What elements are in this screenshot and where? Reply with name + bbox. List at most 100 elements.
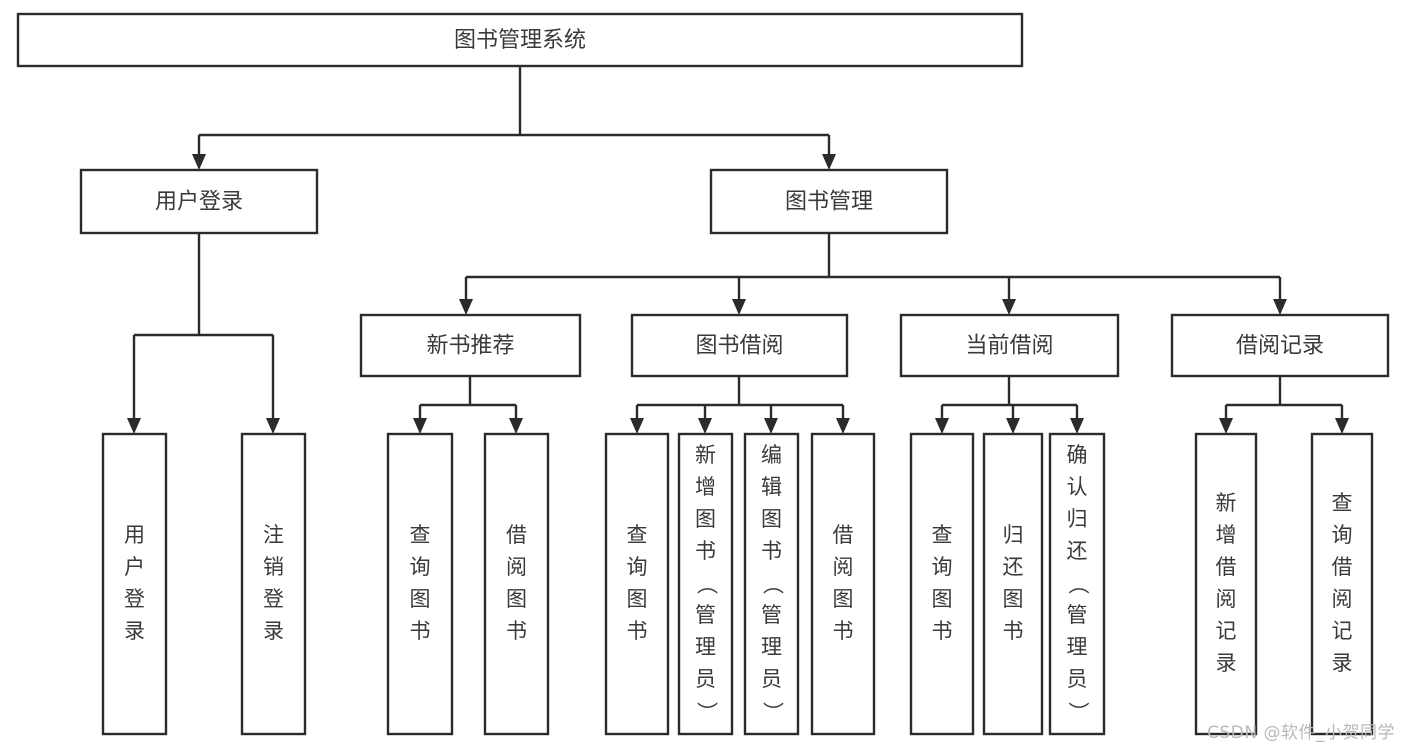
node-label-char: 阅 <box>1332 587 1353 611</box>
node-box-leaf-logout[interactable] <box>240 432 307 736</box>
node-label-char: 理 <box>1067 635 1088 659</box>
arrow-head-icon <box>1002 299 1016 315</box>
node-box-leaf-add-book[interactable] <box>677 432 734 736</box>
node-label-char: 书 <box>627 619 648 643</box>
node-label-char: 图 <box>506 587 527 611</box>
node-label-char: 查 <box>932 523 953 547</box>
node-label-char: 书 <box>761 539 782 563</box>
node-book-manage[interactable]: 图书管理 <box>709 168 949 235</box>
node-label-char: 录 <box>124 619 145 643</box>
node-label-char: 归 <box>1003 523 1024 547</box>
node-label-char: 书 <box>410 619 431 643</box>
node-label-char: 员 <box>1067 667 1088 691</box>
node-current-borrow[interactable]: 当前借阅 <box>899 313 1120 378</box>
node-label-char: 辑 <box>761 475 782 499</box>
node-label-char: 借 <box>506 523 527 547</box>
nodes-layer: 图书管理系统用户登录图书管理新书推荐图书借阅当前借阅借阅记录用户登录注销登录查询… <box>16 12 1390 736</box>
node-box-leaf-return-book[interactable] <box>982 432 1044 736</box>
node-box-leaf-borrow-book-1[interactable] <box>483 432 550 736</box>
node-label-char: 员 <box>761 667 782 691</box>
node-label-char: 阅 <box>1216 587 1237 611</box>
arrow-head-icon <box>1273 299 1287 315</box>
node-box-book-borrow[interactable] <box>630 313 849 378</box>
node-label-char: 图 <box>932 587 953 611</box>
node-box-current-borrow[interactable] <box>899 313 1120 378</box>
node-label-char: 查 <box>627 523 648 547</box>
node-box-leaf-user-login[interactable] <box>101 432 168 736</box>
node-label-char: 阅 <box>833 555 854 579</box>
node-label-char: 增 <box>695 475 716 499</box>
node-label-char: 图 <box>833 587 854 611</box>
node-label-char: 图 <box>627 587 648 611</box>
node-label-char: 录 <box>1332 651 1353 675</box>
arrow-head-icon <box>1006 418 1020 434</box>
node-label-char: （ <box>761 574 785 595</box>
node-box-leaf-query-book-1[interactable] <box>386 432 454 736</box>
node-label-char: 借 <box>833 523 854 547</box>
node-label-new-book-recommend: 新书推荐 <box>426 334 514 359</box>
node-box-new-book-recommend[interactable] <box>359 313 582 378</box>
node-label-char: 书 <box>932 619 953 643</box>
node-label-char: ） <box>761 702 785 723</box>
node-borrow-record[interactable]: 借阅记录 <box>1170 313 1390 378</box>
node-label-char: 增 <box>1216 523 1237 547</box>
node-label-char: 录 <box>1216 651 1237 675</box>
node-label-char: 用 <box>124 523 145 547</box>
node-box-leaf-add-record[interactable] <box>1194 432 1258 736</box>
node-box-leaf-confirm-return[interactable] <box>1048 432 1106 736</box>
node-label-char: 理 <box>695 635 716 659</box>
node-label-char: 还 <box>1067 539 1088 563</box>
node-label-char: 借 <box>1216 555 1237 579</box>
arrow-head-icon <box>1335 418 1349 434</box>
node-box-leaf-borrow-book-2[interactable] <box>810 432 876 736</box>
node-book-borrow[interactable]: 图书借阅 <box>630 313 849 378</box>
node-label-char: 图 <box>695 507 716 531</box>
node-box-root[interactable] <box>16 12 1024 68</box>
node-box-book-manage[interactable] <box>709 168 949 235</box>
node-user-login[interactable]: 用户登录 <box>79 168 319 235</box>
node-new-book-recommend[interactable]: 新书推荐 <box>359 313 582 378</box>
node-root[interactable]: 图书管理系统 <box>16 12 1024 68</box>
node-label-book-borrow: 图书借阅 <box>695 334 783 359</box>
arrow-head-icon <box>935 418 949 434</box>
node-box-leaf-query-book-3[interactable] <box>909 432 975 736</box>
node-box-leaf-edit-book[interactable] <box>743 432 800 736</box>
node-label-char: ） <box>695 702 719 723</box>
node-label-char: 借 <box>1332 555 1353 579</box>
node-label-char: 管 <box>1067 603 1088 627</box>
node-label-char: 图 <box>1003 587 1024 611</box>
arrow-head-icon <box>822 154 836 170</box>
arrow-head-icon <box>732 299 746 315</box>
node-box-borrow-record[interactable] <box>1170 313 1390 378</box>
arrow-head-icon <box>764 418 778 434</box>
node-label-char: 录 <box>263 619 284 643</box>
node-label-char: 询 <box>410 555 431 579</box>
node-label-char: 阅 <box>506 555 527 579</box>
node-label-char: 查 <box>1332 491 1353 515</box>
node-label-char: 询 <box>932 555 953 579</box>
node-label-char: 新 <box>1216 491 1237 515</box>
node-label-char: 记 <box>1332 619 1353 643</box>
node-label-current-borrow: 当前借阅 <box>965 334 1053 359</box>
node-box-user-login[interactable] <box>79 168 319 235</box>
arrow-head-icon <box>459 299 473 315</box>
node-label-char: 确 <box>1067 443 1088 467</box>
node-leaf-user-login[interactable]: 用户登录 <box>101 432 168 736</box>
node-label-char: 户 <box>124 555 145 579</box>
node-label-char: 销 <box>263 555 284 579</box>
node-box-leaf-query-record[interactable] <box>1310 432 1374 736</box>
node-box-leaf-query-book-2[interactable] <box>604 432 670 736</box>
arrow-head-icon <box>192 154 206 170</box>
